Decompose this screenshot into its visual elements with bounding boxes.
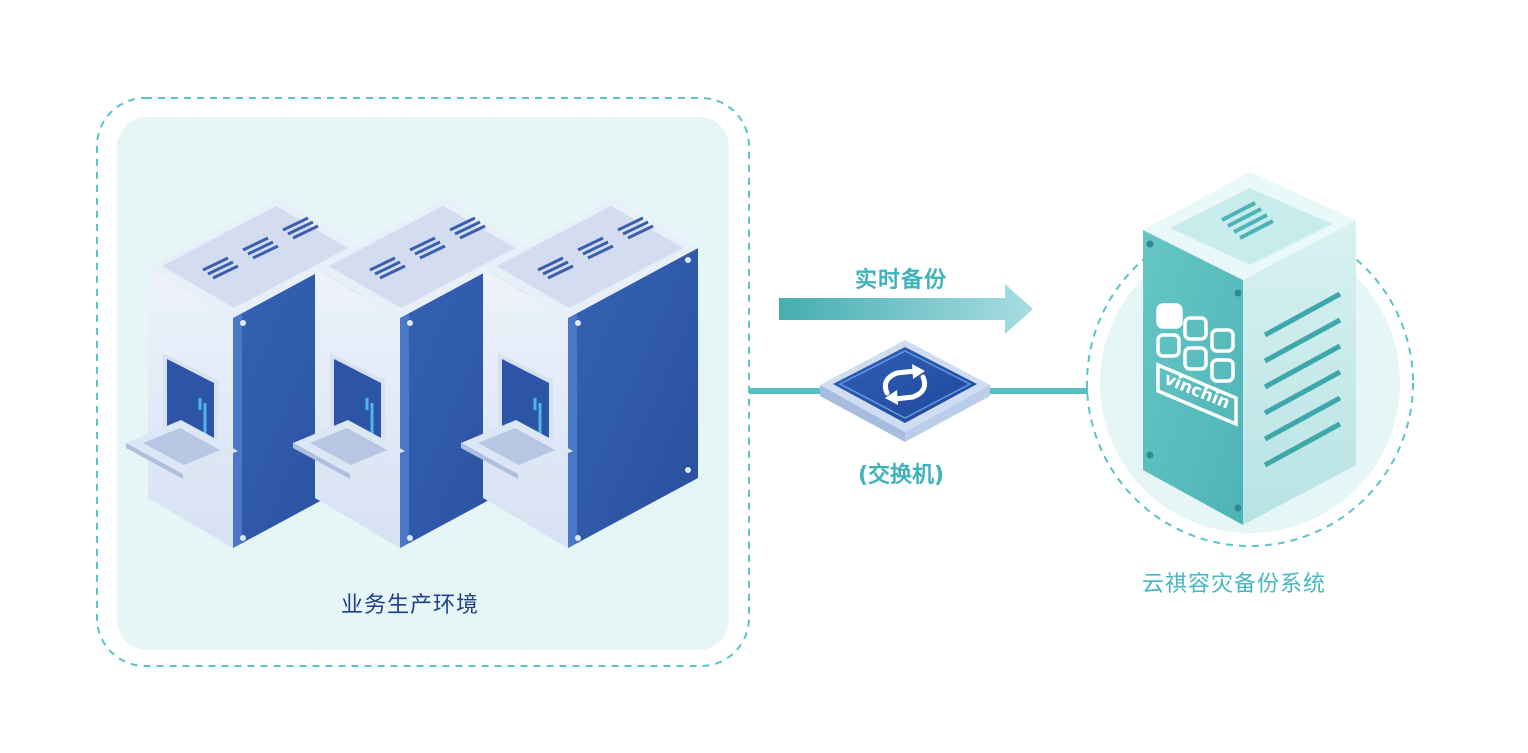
realtime-backup-label: 实时备份 (855, 268, 948, 293)
vinchin-logo (1156, 303, 1238, 427)
switch-label: (交换机) (858, 463, 945, 488)
sync-icon (882, 368, 928, 402)
realtime-backup-arrow (779, 284, 1033, 334)
backup-server: vinchin (1143, 172, 1356, 525)
production-environment-label: 业务生产环境 (341, 593, 480, 618)
network-switch (820, 340, 990, 442)
backup-system-label: 云祺容灾备份系统 (1142, 572, 1327, 597)
production-zone-border (96, 97, 750, 667)
